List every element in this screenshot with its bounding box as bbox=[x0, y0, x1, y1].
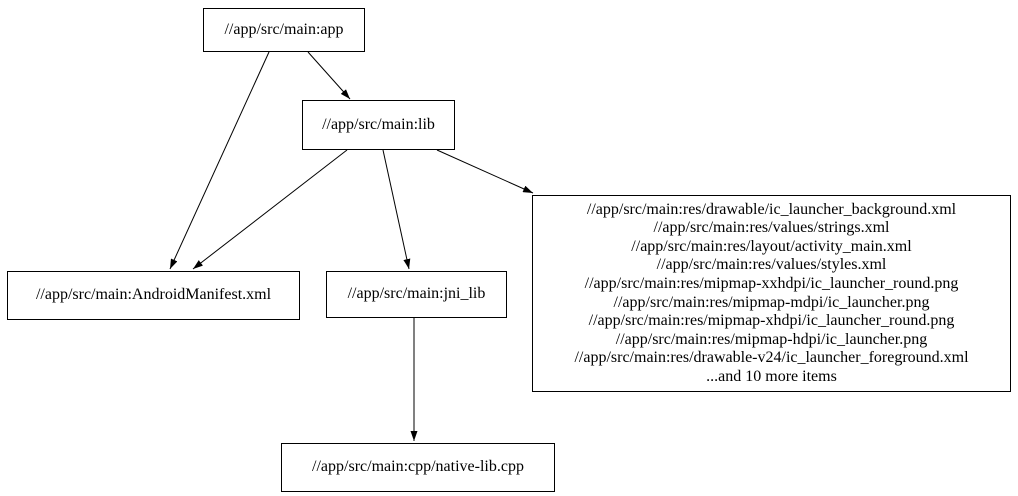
graph-node-lib: //app/src/main:lib bbox=[302, 100, 455, 150]
node-label-line: //app/src/main:res/values/styles.xml bbox=[656, 256, 887, 274]
node-label-line: //app/src/main:res/mipmap-hdpi/ic_launch… bbox=[615, 330, 928, 348]
node-label-line: //app/src/main:res/mipmap-mdpi/ic_launch… bbox=[613, 293, 930, 311]
node-label: //app/src/main:AndroidManifest.xml bbox=[35, 286, 272, 304]
graph-node-android-manifest: //app/src/main:AndroidManifest.xml bbox=[7, 271, 300, 320]
node-label-line: //app/src/main:res/values/strings.xml bbox=[653, 219, 890, 237]
node-label-line: //app/src/main:res/layout/activity_main.… bbox=[631, 237, 912, 255]
graph-node-res-group: //app/src/main:res/drawable/ic_launcher_… bbox=[532, 195, 1011, 392]
edge-lib-to-res-group bbox=[436, 149, 534, 194]
edge-app-to-android-manifest bbox=[169, 51, 270, 270]
node-label: //app/src/main:app bbox=[224, 20, 344, 38]
graph-node-app: //app/src/main:app bbox=[203, 8, 365, 52]
node-label-line: //app/src/main:res/drawable/ic_launcher_… bbox=[586, 200, 957, 218]
graph-node-jni-lib: //app/src/main:jni_lib bbox=[326, 271, 507, 318]
node-label-line: //app/src/main:res/drawable-v24/ic_launc… bbox=[574, 349, 969, 367]
node-label-line: ...and 10 more items bbox=[706, 367, 837, 385]
node-label: //app/src/main:jni_lib bbox=[347, 285, 486, 303]
edge-lib-to-jni-lib bbox=[382, 149, 411, 270]
node-label: //app/src/main:lib bbox=[322, 115, 435, 133]
node-label-line: //app/src/main:res/mipmap-xxhdpi/ic_laun… bbox=[584, 274, 959, 292]
graph-node-native-lib-cpp: //app/src/main:cpp/native-lib.cpp bbox=[281, 443, 555, 492]
edge-app-to-lib bbox=[307, 51, 351, 100]
node-label: //app/src/main:cpp/native-lib.cpp bbox=[312, 458, 524, 476]
edge-lib-to-android-manifest bbox=[192, 149, 348, 270]
node-label-line: //app/src/main:res/mipmap-xhdpi/ic_launc… bbox=[588, 312, 955, 330]
